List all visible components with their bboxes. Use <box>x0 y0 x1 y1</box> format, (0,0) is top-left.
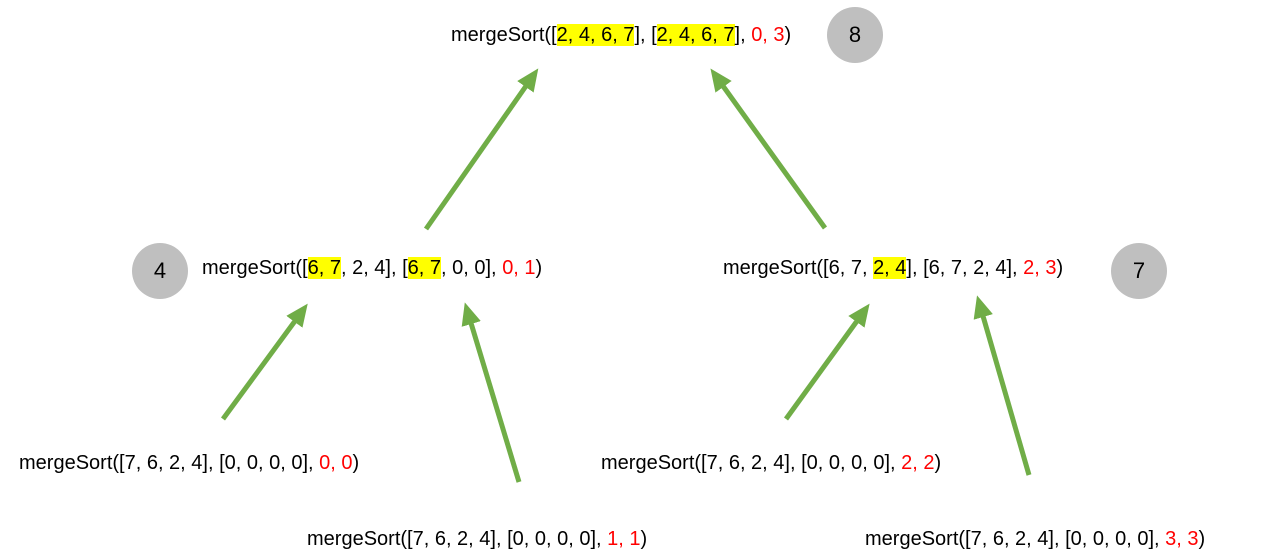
root-step-badge: 8 <box>827 7 883 63</box>
right-end: ) <box>1056 257 1064 279</box>
leaf-2-end: ) <box>640 528 648 550</box>
root-end: ) <box>784 24 792 46</box>
right-call: mergeSort([6, 7, 2, 4], [6, 7, 2, 4], 2,… <box>723 254 1063 282</box>
right-fn: mergeSort( <box>723 257 824 279</box>
left-a-highlight: 6, 7 <box>307 257 341 279</box>
left-b-open: [ <box>402 257 408 279</box>
left-range: 0, 1 <box>502 257 536 279</box>
root-b-highlight: 2, 4, 6, 7 <box>656 24 735 46</box>
leaf-call-2: mergeSort([7, 6, 2, 4], [0, 0, 0, 0], 1,… <box>307 525 647 553</box>
left-b-highlight: 6, 7 <box>407 257 442 279</box>
arrow-leaf2-to-left <box>461 302 522 483</box>
right-range: 2, 3 <box>1023 257 1057 279</box>
leaf-1-text: mergeSort([7, 6, 2, 4], [0, 0, 0, 0], <box>19 452 320 474</box>
leaf-call-3: mergeSort([7, 6, 2, 4], [0, 0, 0, 0], 2,… <box>601 449 941 477</box>
right-a-highlight: 2, 4 <box>873 257 907 279</box>
root-a-highlight: 2, 4, 6, 7 <box>556 24 635 46</box>
left-end: ) <box>535 257 543 279</box>
root-a-close: ], <box>634 24 652 46</box>
leaf-call-1: mergeSort([7, 6, 2, 4], [0, 0, 0, 0], 0,… <box>19 449 359 477</box>
leaf-4-text: mergeSort([7, 6, 2, 4], [0, 0, 0, 0], <box>865 528 1166 550</box>
leaf-3-end: ) <box>934 452 942 474</box>
left-step-badge: 4 <box>132 243 188 299</box>
right-a-pre: [6, 7, <box>823 257 874 279</box>
root-range: 0, 3 <box>751 24 785 46</box>
leaf-4-range: 3, 3 <box>1165 528 1199 550</box>
left-call: mergeSort([6, 7, 2, 4], [6, 7, 0, 0], 0,… <box>202 254 542 282</box>
leaf-2-range: 1, 1 <box>607 528 641 550</box>
leaf-call-4: mergeSort([7, 6, 2, 4], [0, 0, 0, 0], 3,… <box>865 525 1205 553</box>
right-a-rest: ], [6, 7, 2, 4], <box>906 257 1024 279</box>
arrow-left-to-root <box>423 68 539 231</box>
root-call: mergeSort([2, 4, 6, 7], [2, 4, 6, 7], 0,… <box>451 21 791 49</box>
leaf-3-range: 2, 2 <box>901 452 935 474</box>
root-b-open: [ <box>651 24 657 46</box>
left-a-rest: , 2, 4], <box>340 257 403 279</box>
leaf-3-text: mergeSort([7, 6, 2, 4], [0, 0, 0, 0], <box>601 452 902 474</box>
left-a-open: [ <box>302 257 308 279</box>
leaf-1-end: ) <box>352 452 360 474</box>
arrow-right-to-root <box>710 68 828 230</box>
leaf-1-range: 0, 0 <box>319 452 353 474</box>
root-fn: mergeSort( <box>451 24 552 46</box>
arrow-leaf3-to-right <box>783 303 870 421</box>
root-b-close: ], <box>734 24 752 46</box>
left-fn: mergeSort( <box>202 257 303 279</box>
leaf-4-end: ) <box>1198 528 1206 550</box>
leaf-2-text: mergeSort([7, 6, 2, 4], [0, 0, 0, 0], <box>307 528 608 550</box>
left-b-rest: , 0, 0], <box>441 257 503 279</box>
arrow-leaf4-to-right <box>973 295 1032 476</box>
arrow-leaf1-to-left <box>220 303 308 421</box>
right-step-badge: 7 <box>1111 243 1167 299</box>
root-a-open: [ <box>551 24 557 46</box>
